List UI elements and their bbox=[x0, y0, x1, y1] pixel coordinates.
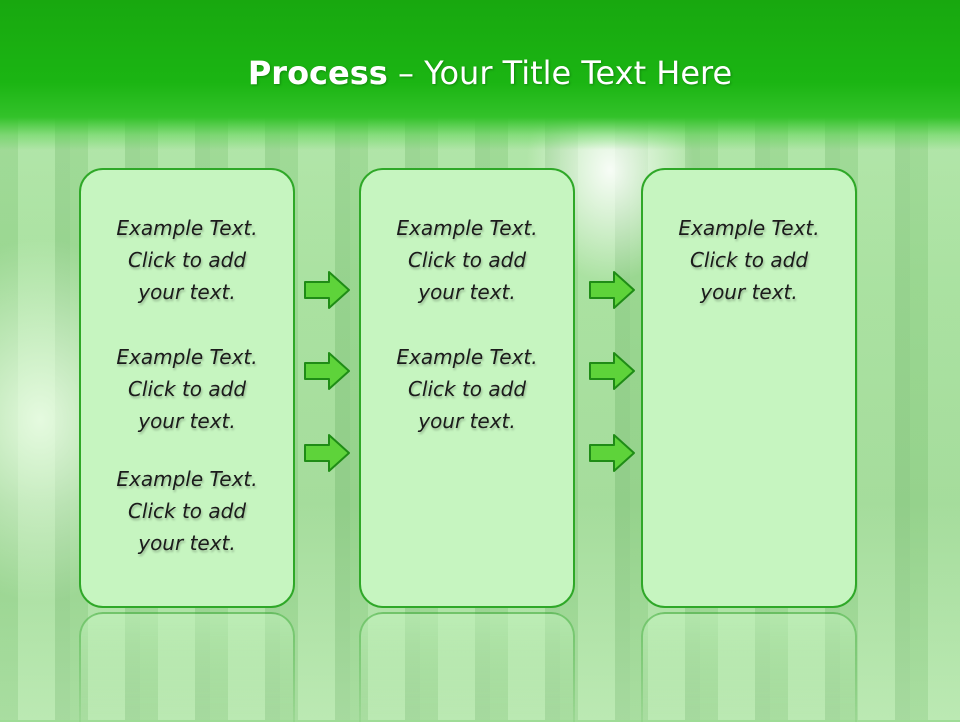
text-line: Click to add bbox=[407, 248, 527, 272]
right-arrow-icon bbox=[589, 434, 635, 472]
right-arrow-icon bbox=[589, 352, 635, 390]
text-block[interactable]: Example Text. Click to add your text. bbox=[361, 212, 573, 308]
process-box-3[interactable]: Example Text. Click to add your text. bbox=[641, 168, 857, 608]
right-arrow-icon bbox=[304, 271, 350, 309]
title-bar bbox=[0, 0, 960, 150]
text-line: your text. bbox=[138, 280, 236, 304]
title-bold: Process bbox=[247, 54, 388, 92]
text-block[interactable]: Example Text. Click to add your text. bbox=[81, 463, 293, 559]
text-line: Example Text. bbox=[116, 345, 258, 369]
text-line: your text. bbox=[138, 409, 236, 433]
text-line: Click to add bbox=[127, 499, 247, 523]
process-box-1[interactable]: Example Text. Click to add your text. Ex… bbox=[79, 168, 295, 608]
text-block[interactable]: Example Text. Click to add your text. bbox=[81, 341, 293, 437]
text-block[interactable]: Example Text. Click to add your text. bbox=[643, 212, 855, 308]
text-line: Example Text. bbox=[116, 216, 258, 240]
text-line: your text. bbox=[418, 280, 516, 304]
box-reflection bbox=[641, 612, 857, 722]
text-line: Example Text. bbox=[396, 216, 538, 240]
text-line: your text. bbox=[700, 280, 798, 304]
text-line: Click to add bbox=[127, 377, 247, 401]
box-reflection bbox=[79, 612, 295, 722]
text-line: Click to add bbox=[127, 248, 247, 272]
slide-title[interactable]: Process – Your Title Text Here bbox=[0, 54, 960, 92]
text-line: Example Text. bbox=[116, 467, 258, 491]
text-block[interactable]: Example Text. Click to add your text. bbox=[81, 212, 293, 308]
text-line: your text. bbox=[138, 531, 236, 555]
text-line: Example Text. bbox=[396, 345, 538, 369]
text-line: Click to add bbox=[407, 377, 527, 401]
text-line: your text. bbox=[418, 409, 516, 433]
box-reflection bbox=[359, 612, 575, 722]
right-arrow-icon bbox=[589, 271, 635, 309]
right-arrow-icon bbox=[304, 434, 350, 472]
text-line: Click to add bbox=[689, 248, 809, 272]
text-block[interactable]: Example Text. Click to add your text. bbox=[361, 341, 573, 437]
title-rest: – Your Title Text Here bbox=[387, 54, 733, 92]
right-arrow-icon bbox=[304, 352, 350, 390]
text-line: Example Text. bbox=[678, 216, 820, 240]
process-box-2[interactable]: Example Text. Click to add your text. Ex… bbox=[359, 168, 575, 608]
